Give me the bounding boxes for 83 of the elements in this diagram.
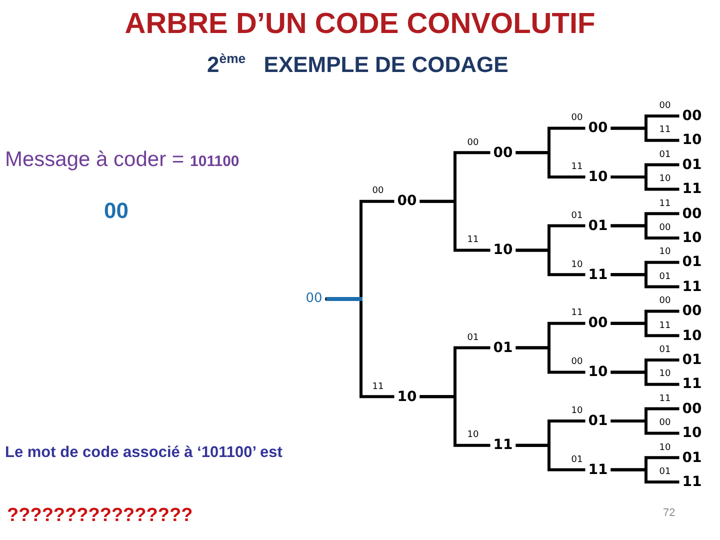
- edge-label: 10: [571, 406, 583, 416]
- edge-label: 00: [659, 296, 671, 306]
- edge-label: 01: [659, 345, 671, 355]
- edge-label: 00: [372, 186, 384, 196]
- tree-branch: [610, 273, 680, 288]
- edge-label: 01: [659, 272, 671, 282]
- edge-label: 00: [659, 223, 671, 233]
- state-label: 11: [679, 474, 705, 490]
- state-label: 01: [585, 218, 611, 234]
- tree-branch: [516, 346, 586, 374]
- edge-label: 10: [571, 260, 583, 270]
- edge-label: 11: [659, 394, 671, 404]
- edge-label: 11: [372, 382, 384, 392]
- edge-label: 11: [659, 125, 671, 136]
- edge-label: 00: [659, 418, 671, 428]
- edge-label: 10: [659, 369, 671, 380]
- state-label: 11: [679, 376, 705, 392]
- state-label: 11: [585, 266, 611, 283]
- state-label: 11: [585, 462, 611, 478]
- page-number: 72: [663, 507, 676, 520]
- edge-label: 01: [467, 332, 479, 343]
- edge-label: 01: [659, 467, 671, 477]
- state-label: 01: [679, 156, 705, 173]
- tree-branch: [516, 151, 586, 178]
- edge-label: 10: [659, 442, 671, 453]
- state-label: 01: [679, 450, 705, 466]
- tree-branch: [516, 248, 586, 276]
- edge-label: 10: [659, 247, 671, 258]
- edge-label: 11: [467, 235, 479, 246]
- tree-branch: [420, 200, 490, 252]
- edge-label: 11: [571, 308, 583, 318]
- edge-label: 01: [571, 454, 583, 465]
- edge-label: 11: [659, 198, 671, 209]
- state-label: 10: [679, 230, 705, 246]
- state-label: 00: [585, 120, 611, 136]
- question-text: Le mot de code associé à ‘101100’ est: [5, 444, 282, 462]
- edge-label: 00: [467, 138, 479, 148]
- edge-label: 01: [659, 150, 671, 160]
- state-label: 00: [679, 108, 705, 124]
- state-label: 10: [394, 388, 420, 405]
- state-label: 00: [679, 400, 705, 417]
- tree-branch: [420, 395, 490, 447]
- state-label: 01: [585, 413, 611, 429]
- subtitle: 2$^{ème}$ EXEMPLE DE CODAGE: [207, 52, 508, 78]
- state-label: 00: [679, 303, 705, 320]
- edge-label: 10: [659, 174, 671, 184]
- state-label: 01: [490, 340, 516, 356]
- state-label: 00: [679, 206, 705, 222]
- state-label: 00: [490, 144, 516, 161]
- state-label: 10: [585, 364, 611, 380]
- tree-branch: [610, 468, 680, 484]
- edge-label: 11: [571, 162, 583, 172]
- state-label: 11: [679, 181, 705, 198]
- state-label: 11: [679, 278, 705, 295]
- state-label: 00: [302, 291, 326, 307]
- edge-label: 10: [467, 430, 479, 440]
- tree-branch: [610, 126, 680, 142]
- tree-branch: [610, 322, 680, 338]
- edge-label: 01: [571, 210, 583, 221]
- message-text: Message à coder = 101100: [5, 148, 240, 172]
- state-label: 01: [679, 352, 705, 368]
- state-label: 01: [679, 254, 705, 270]
- state-label: 10: [490, 242, 516, 258]
- edge-label: 00: [571, 357, 583, 368]
- edge-label: 00: [659, 101, 671, 111]
- title: ARBRE D’UN CODE CONVOLUTIF: [124, 8, 596, 42]
- state-label: 00: [585, 315, 611, 332]
- tree-branch: [610, 420, 680, 435]
- state-label: 10: [679, 328, 705, 344]
- state-label: 11: [490, 437, 516, 454]
- hidden-answer: ????????????????: [7, 505, 193, 527]
- tree-branch: [610, 370, 680, 386]
- tree-branch: [610, 224, 680, 240]
- edge-label: 00: [571, 113, 583, 124]
- highlighted-trunk: [326, 297, 362, 301]
- state-label: 10: [679, 132, 705, 148]
- state-label: 00: [394, 193, 420, 210]
- state-label: 10: [585, 169, 611, 185]
- tree-branch: [610, 176, 680, 191]
- edge-label: 11: [659, 320, 671, 331]
- bits-label: 00: [104, 198, 128, 224]
- tree-branch: [516, 444, 586, 472]
- state-label: 10: [679, 425, 705, 442]
